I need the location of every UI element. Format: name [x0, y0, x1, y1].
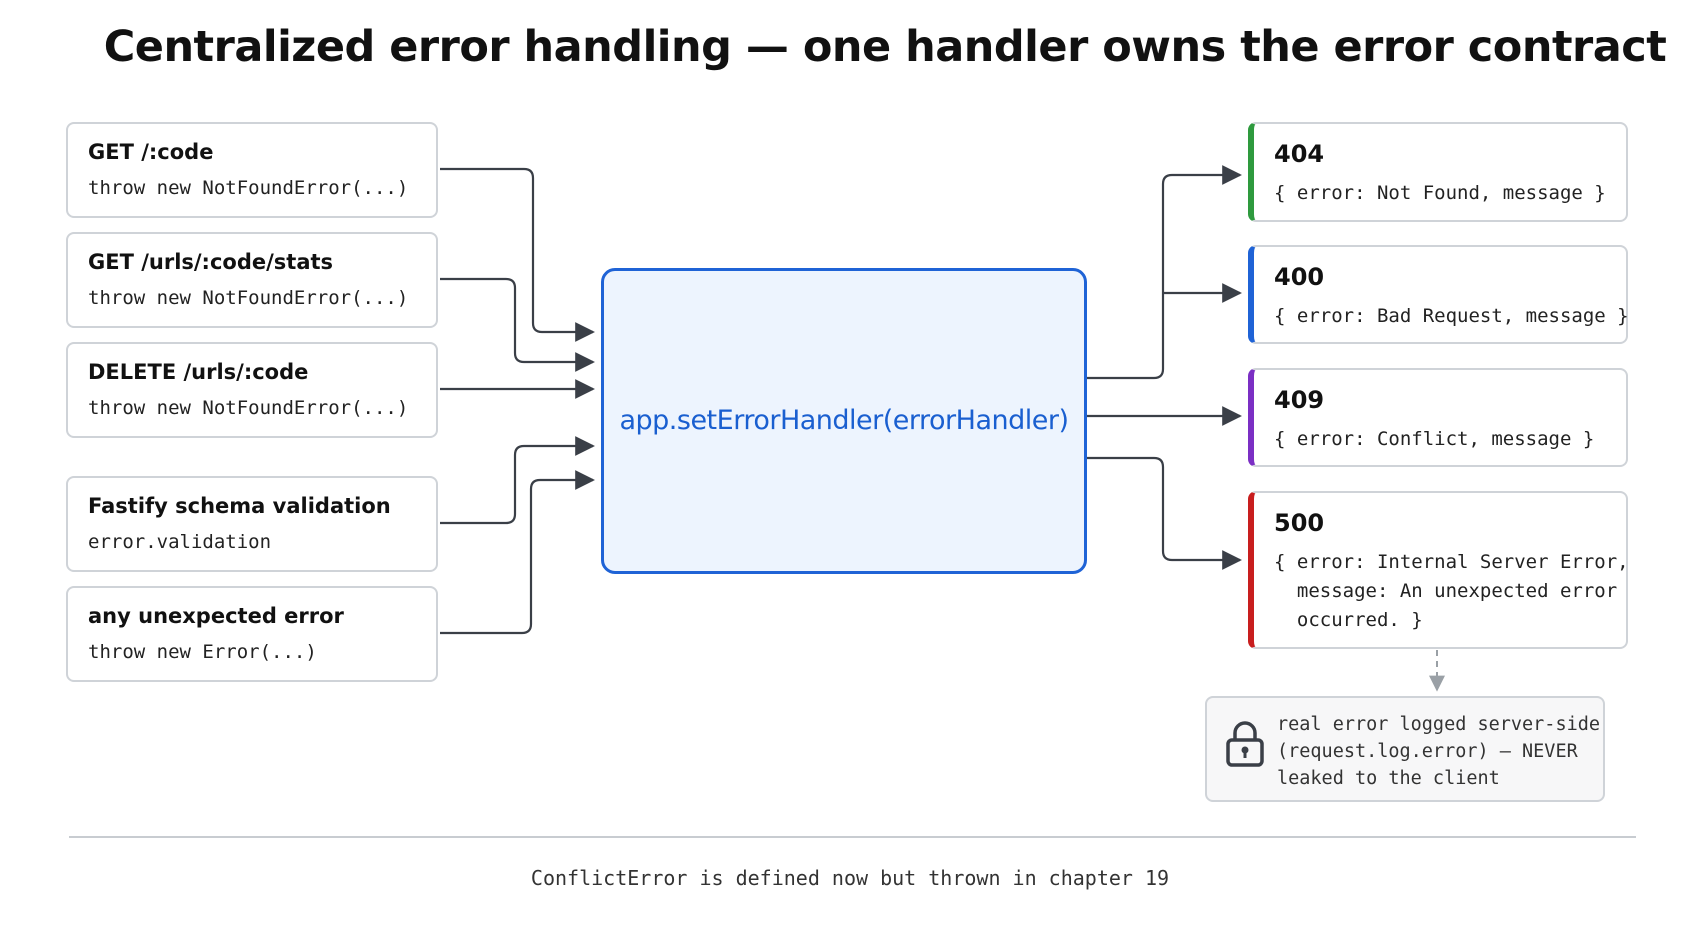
- footnote: ConflictError is defined now but thrown …: [530, 866, 1170, 890]
- diagram-title: Centralized error handling — one handler…: [103, 22, 1667, 72]
- source-route: any unexpected error: [88, 604, 344, 628]
- response-card-500: 500 { error: Internal Server Error, mess…: [1248, 491, 1629, 649]
- source-code: throw new NotFoundError(...): [88, 177, 409, 199]
- source-code: throw new NotFoundError(...): [88, 397, 409, 419]
- source-route: Fastify schema validation: [88, 494, 391, 518]
- response-status: 400: [1274, 263, 1325, 291]
- server-log-note: real error logged server-side (request.l…: [1205, 696, 1605, 802]
- response-status: 500: [1274, 509, 1325, 537]
- response-card-409: 409 { error: Conflict, message }: [1248, 368, 1628, 467]
- connector-src-1: [440, 167, 595, 342]
- source-code: throw new NotFoundError(...): [88, 287, 409, 309]
- response-card-400: 400 { error: Bad Request, message }: [1248, 245, 1629, 344]
- lock-icon: [1226, 721, 1264, 767]
- server-log-note-text: real error logged server-side (request.l…: [1277, 714, 1601, 789]
- source-card-get-stats: GET /urls/:code/stats throw new NotFound…: [66, 232, 438, 328]
- response-body: { error: Internal Server Error, message:…: [1274, 551, 1629, 631]
- response-card-404: 404 { error: Not Found, message }: [1248, 122, 1628, 222]
- source-route: GET /urls/:code/stats: [88, 250, 334, 274]
- footer-divider: [69, 836, 1636, 838]
- connector-res-404: [1087, 165, 1242, 380]
- connector-src-2: [440, 277, 595, 372]
- connector-res-500: [1087, 456, 1242, 570]
- source-card-schema-validation: Fastify schema validation error.validati…: [66, 476, 438, 572]
- source-card-delete-code: DELETE /urls/:code throw new NotFoundErr…: [66, 342, 438, 438]
- error-handler-label: app.setErrorHandler(errorHandler): [619, 405, 1069, 436]
- connector-src-5: [440, 470, 595, 635]
- source-route: GET /:code: [88, 140, 214, 164]
- source-route: DELETE /urls/:code: [88, 360, 309, 384]
- error-handler-box: app.setErrorHandler(errorHandler): [601, 268, 1087, 574]
- response-body: { error: Conflict, message }: [1274, 428, 1595, 450]
- response-body: { error: Not Found, message }: [1274, 182, 1606, 204]
- source-code: throw new Error(...): [88, 641, 317, 663]
- source-code: error.validation: [88, 531, 272, 553]
- response-status: 409: [1274, 386, 1325, 414]
- source-card-get-code: GET /:code throw new NotFoundError(...): [66, 122, 438, 218]
- response-status: 404: [1274, 140, 1325, 168]
- response-body: { error: Bad Request, message }: [1274, 305, 1629, 327]
- source-card-unexpected-error: any unexpected error throw new Error(...…: [66, 586, 438, 682]
- connector-src-4: [440, 436, 595, 525]
